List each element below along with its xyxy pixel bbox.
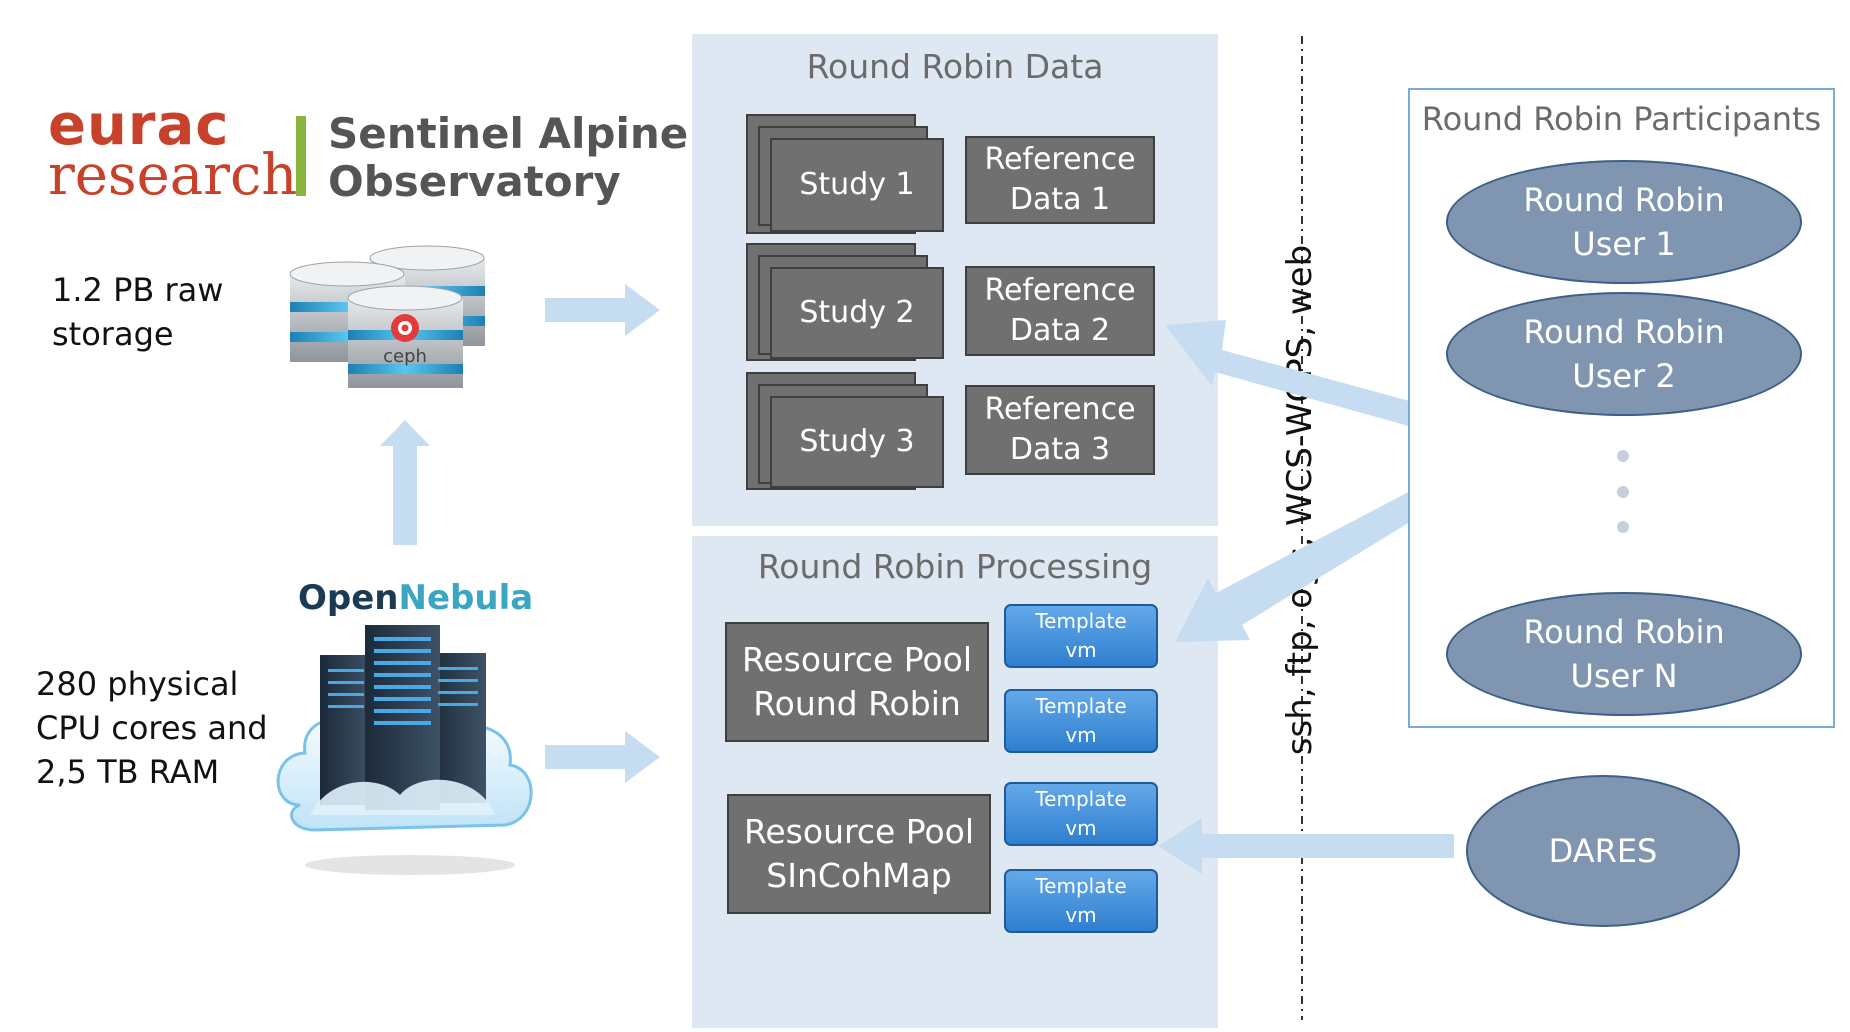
ellipsis-dot-2 xyxy=(1617,486,1629,498)
study-1-label: Study 1 xyxy=(799,167,915,202)
study-1-box: Study 1 xyxy=(770,138,944,232)
user-2-line-1: Round Robin xyxy=(1523,313,1725,351)
dares-label: DARES xyxy=(1548,832,1658,870)
sao-line-1: Sentinel Alpine xyxy=(328,109,689,158)
storage-line-2: storage xyxy=(52,315,174,353)
reference-data-1-line-1: Reference xyxy=(984,142,1136,177)
ellipsis-dot-3 xyxy=(1617,521,1629,533)
template-vm-4: Template vm xyxy=(1004,869,1158,933)
compute-line-1: 280 physical xyxy=(36,665,239,703)
ellipsis-dot-1 xyxy=(1617,450,1629,462)
resource-pool-1-line-2: Round Robin xyxy=(753,684,961,723)
compute-to-storage-arrow xyxy=(380,420,430,545)
storage-description: 1.2 PB raw storage xyxy=(52,268,223,356)
reference-data-1-line-2: Data 1 xyxy=(1009,182,1111,217)
participants-title: Round Robin Participants xyxy=(1421,100,1822,138)
ceph-storage-icon: ceph xyxy=(289,245,485,388)
resource-pool-1-line-1: Resource Pool xyxy=(741,640,973,679)
dares-ellipse: DARES xyxy=(1466,775,1740,927)
user-1-line-1: Round Robin xyxy=(1523,181,1725,219)
reference-data-2-line-2: Data 2 xyxy=(1009,313,1111,348)
compute-line-3: 2,5 TB RAM xyxy=(36,753,220,791)
ceph-label: ceph xyxy=(383,346,427,367)
sao-line-2: Observatory xyxy=(328,157,621,206)
template-vm-2-line-2: vm xyxy=(1065,723,1097,747)
compute-line-2: CPU cores and xyxy=(36,709,268,747)
opennebula-open: Open xyxy=(298,578,399,618)
template-vm-3-line-2: vm xyxy=(1065,816,1097,840)
processing-panel-title: Round Robin Processing xyxy=(757,547,1153,586)
opennebula-logo: OpenNebula xyxy=(298,578,533,618)
resource-pool-2-line-1: Resource Pool xyxy=(743,812,975,851)
eurac-logo-top: eurac xyxy=(48,93,230,158)
users-to-processing-arrow xyxy=(1175,465,1460,642)
template-vm-2: Template vm xyxy=(1004,689,1158,753)
template-vm-1: Template vm xyxy=(1004,604,1158,668)
compute-description: 280 physical CPU cores and 2,5 TB RAM xyxy=(36,662,268,794)
reference-data-3-line-2: Data 3 xyxy=(1009,432,1111,467)
template-vm-3: Template vm xyxy=(1004,782,1158,846)
template-vm-4-line-2: vm xyxy=(1065,903,1097,927)
storage-to-data-arrow xyxy=(545,284,660,336)
study-3-box: Study 3 xyxy=(770,396,944,488)
template-vm-1-line-1: Template xyxy=(1035,609,1127,633)
logo-divider xyxy=(296,116,306,196)
storage-line-1: 1.2 PB raw xyxy=(52,271,224,309)
template-vm-4-line-1: Template xyxy=(1035,874,1127,898)
template-vm-2-line-1: Template xyxy=(1035,694,1127,718)
reference-data-3-line-1: Reference xyxy=(984,392,1136,427)
eurac-logo-bottom: research xyxy=(48,143,298,208)
resource-pool-2-line-2: SInCohMap xyxy=(766,856,952,895)
compute-to-processing-arrow xyxy=(545,731,660,783)
user-n-line-2: User N xyxy=(1570,657,1678,695)
study-2-box: Study 2 xyxy=(770,267,944,359)
user-2-line-2: User 2 xyxy=(1572,357,1676,395)
opennebula-nebula: Nebula xyxy=(398,578,534,618)
sentinel-alpine-observatory-title: Sentinel Alpine Observatory xyxy=(328,110,688,206)
user-access-arrows xyxy=(1165,320,1460,642)
template-vm-1-line-2: vm xyxy=(1065,638,1097,662)
user-1-line-2: User 1 xyxy=(1572,225,1676,263)
user-n-line-1: Round Robin xyxy=(1523,613,1725,651)
study-3-label: Study 3 xyxy=(799,424,915,459)
data-panel-title: Round Robin Data xyxy=(806,47,1104,86)
study-2-label: Study 2 xyxy=(799,295,915,330)
dares-to-processing-arrow xyxy=(1158,818,1454,874)
user2-to-data-arrow xyxy=(1165,320,1460,441)
cloud-servers-icon xyxy=(276,625,533,875)
reference-data-2-line-1: Reference xyxy=(984,273,1136,308)
template-vm-3-line-1: Template xyxy=(1035,787,1127,811)
